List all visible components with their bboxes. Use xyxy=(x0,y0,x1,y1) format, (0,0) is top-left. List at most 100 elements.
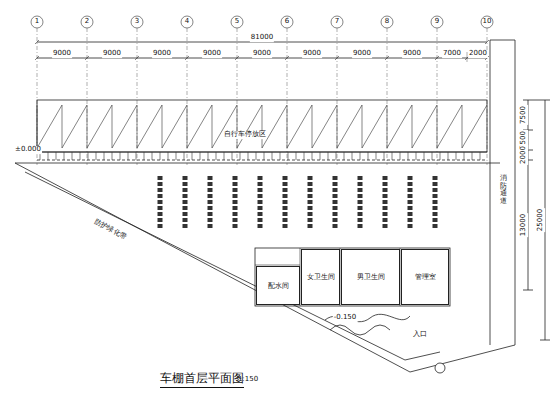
plan-line xyxy=(37,105,62,148)
axis-bubble xyxy=(81,16,93,28)
plan-note: ±0.000 xyxy=(14,146,42,154)
plan-line xyxy=(464,152,465,160)
plan-line xyxy=(104,152,105,160)
plan-line xyxy=(187,105,212,148)
plan-line xyxy=(383,176,388,228)
axis-bubble xyxy=(331,16,343,28)
plan-line xyxy=(233,176,238,228)
plan-line xyxy=(87,28,88,165)
plan-line xyxy=(258,176,263,228)
plan-line xyxy=(120,152,121,160)
axis-number: 5 xyxy=(234,18,240,26)
plan-line xyxy=(456,152,457,160)
plan-line xyxy=(160,152,161,160)
plan-line xyxy=(320,152,321,160)
plan-line xyxy=(48,152,49,160)
plan-line xyxy=(176,152,177,160)
axis-bubble xyxy=(131,16,143,28)
axis-bubble xyxy=(181,16,193,28)
plan-line xyxy=(262,105,263,148)
dimension-text: 13000 xyxy=(520,213,528,237)
axis-bubble xyxy=(431,16,443,28)
plan-line xyxy=(136,152,137,160)
plan-line xyxy=(72,152,73,160)
plan-line xyxy=(248,152,249,160)
dimension-text: 9000 xyxy=(152,50,172,58)
plan-line xyxy=(368,152,369,160)
plan-line xyxy=(96,152,97,160)
plan-line xyxy=(192,152,193,160)
plan-line xyxy=(137,28,138,165)
plan-line xyxy=(128,152,129,160)
plan-line xyxy=(187,105,188,148)
plan-line xyxy=(187,28,188,165)
plan-line xyxy=(485,40,489,44)
plan-line xyxy=(183,176,188,228)
plan-line xyxy=(112,105,137,148)
room-box: 配水间 xyxy=(256,266,300,305)
axis-number: 1 xyxy=(34,18,40,26)
plan-line xyxy=(240,152,241,160)
dimension-text: 7000 xyxy=(442,50,462,58)
plan-line xyxy=(432,152,433,160)
plan-line xyxy=(212,105,213,148)
plan-line xyxy=(158,176,163,228)
plan-line xyxy=(437,105,438,148)
plan-line xyxy=(262,105,287,148)
axis-number: 4 xyxy=(184,18,190,26)
plan-line xyxy=(208,152,209,160)
plan-line xyxy=(480,152,481,160)
plan-line xyxy=(237,28,238,165)
plan-line xyxy=(162,105,187,148)
plan-line xyxy=(352,152,353,160)
plan-line xyxy=(287,105,312,148)
plan-line xyxy=(408,176,413,228)
plan-line xyxy=(35,56,39,60)
plan-line xyxy=(344,152,345,160)
plan-line xyxy=(304,152,305,160)
plan-line xyxy=(152,152,153,160)
plan-line xyxy=(308,176,313,228)
dimension-text: 7500 xyxy=(520,105,528,125)
plan-line xyxy=(400,152,401,160)
plan-note: -0.150 xyxy=(333,314,358,322)
dimension-text: 2000 xyxy=(468,50,488,58)
plan-line xyxy=(336,152,337,160)
dimension-text: 81000 xyxy=(250,34,274,42)
plan-line xyxy=(283,176,288,228)
plan-line xyxy=(362,105,363,148)
plan-line xyxy=(112,105,113,148)
dimension-text: 9000 xyxy=(352,50,372,58)
plan-line xyxy=(472,152,473,160)
plan-line xyxy=(387,28,388,165)
plan-line xyxy=(433,176,438,228)
axis-bubble xyxy=(481,16,493,28)
axis-number: 6 xyxy=(284,18,290,26)
plan-line xyxy=(285,56,289,60)
plan-line xyxy=(337,105,362,148)
plan-line xyxy=(135,56,139,60)
axis-number: 9 xyxy=(434,18,440,26)
plan-line xyxy=(408,152,409,160)
plan-line xyxy=(224,152,225,160)
axis-number: 8 xyxy=(384,18,390,26)
axis-bubble xyxy=(31,16,43,28)
plan-note: 自行车停放区 xyxy=(223,131,267,139)
plan-line xyxy=(35,40,39,44)
plan-line xyxy=(216,152,217,160)
plan-line xyxy=(387,105,412,148)
plan-line xyxy=(487,28,488,165)
plan-line xyxy=(88,152,89,160)
plan-line xyxy=(62,105,63,148)
room-name: 配水间 xyxy=(268,281,289,291)
plan-line xyxy=(376,152,377,160)
plan-line xyxy=(312,105,337,148)
plan-line xyxy=(328,152,329,160)
plan-line xyxy=(237,105,238,148)
axis-number: 2 xyxy=(84,18,90,26)
dimension-text: 9000 xyxy=(402,50,422,58)
axis-number: 7 xyxy=(334,18,340,26)
plan-line xyxy=(208,176,213,228)
plan-line xyxy=(387,105,388,148)
plan-line xyxy=(200,152,201,160)
